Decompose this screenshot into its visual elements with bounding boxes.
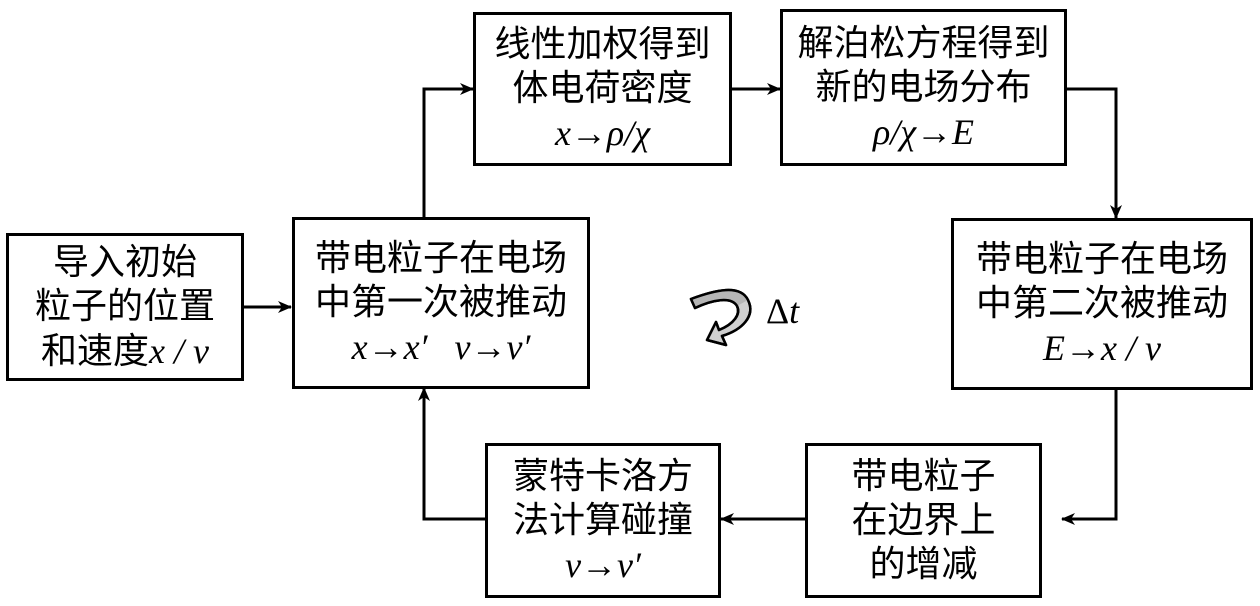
node-text-line: 中第二次被推动 [975, 283, 1228, 324]
node-text-line: 法计算碰撞 [512, 499, 693, 541]
node-text-line: 带电粒子在电场 [975, 239, 1228, 280]
node-first-push: 带电粒子在电场 中第一次被推动 x→x′ v→v′ [292, 217, 590, 389]
time-step-label: Δt [766, 290, 799, 332]
node-second-push: 带电粒子在电场 中第二次被推动 E→x / v [951, 218, 1253, 390]
node-text-line: 粒子的位置 [34, 285, 215, 327]
node-text-line: 带电粒子在电场 [314, 238, 567, 279]
edge-push2-to-boundary [1061, 389, 1118, 525]
node-solve-poisson: 解泊松方程得到 新的电场分布 ρ/χ→E [780, 9, 1067, 166]
node-math: x / v [149, 330, 209, 371]
node-boundary-handling: 带电粒子 在边界上 的增减 [805, 443, 1042, 598]
node-text-line: 蒙特卡洛方 [512, 455, 693, 497]
edge-poisson-to-push2 [1066, 87, 1122, 219]
node-initialize-particles: 导入初始 粒子的位置 和速度x / v [6, 233, 244, 381]
edge-collision-to-push1 [418, 387, 486, 521]
node-text-line: 和速度x / v [41, 329, 209, 374]
node-text-line: 导入初始 [52, 241, 197, 283]
node-text-line: 新的电场分布 [815, 66, 1032, 108]
node-text-line: 体电荷密度 [512, 68, 693, 109]
node-math: E→x / v [1043, 328, 1161, 368]
loop-arrow-icon [689, 288, 752, 347]
node-math: ρ/χ→E [872, 111, 975, 152]
node-text-line: 解泊松方程得到 [797, 22, 1050, 64]
edge-push1-to-weight [422, 83, 474, 217]
node-text-line: 线性加权得到 [494, 24, 711, 65]
delta-symbol: Δ [766, 291, 790, 331]
node-math: v→v′ [565, 544, 641, 585]
node-text-line: 带电粒子 [851, 455, 996, 497]
node-math: x→ρ/χ [554, 113, 651, 153]
node-math: x→x′ v→v′ [351, 327, 531, 367]
node-text-line: 中第一次被推动 [314, 282, 567, 323]
node-linear-weighting: 线性加权得到 体电荷密度 x→ρ/χ [473, 12, 732, 166]
node-text-segment: 和速度 [41, 330, 150, 372]
node-text-line: 在边界上 [851, 499, 996, 541]
time-variable: t [789, 291, 800, 331]
node-monte-carlo-collision: 蒙特卡洛方 法计算碰撞 v→v′ [485, 443, 721, 598]
node-text-line: 的增减 [869, 543, 978, 585]
